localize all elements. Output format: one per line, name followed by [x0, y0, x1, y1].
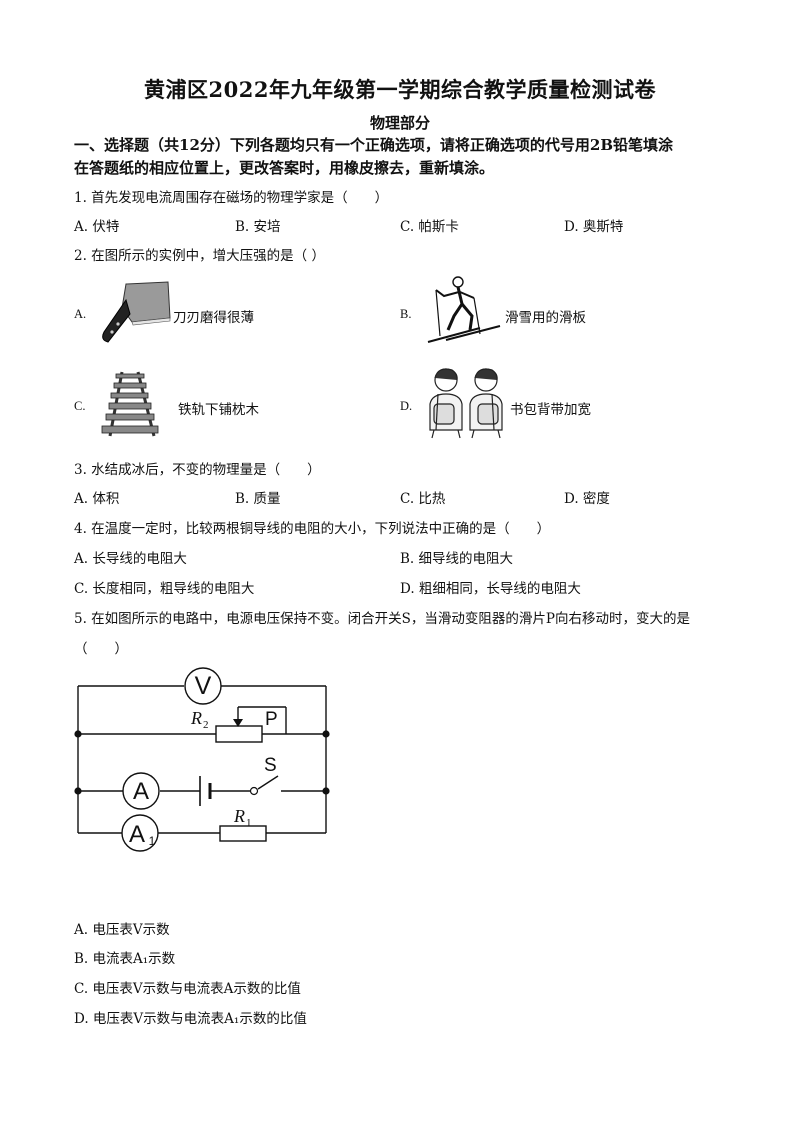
question-4-option-b: B. 细导线的电阻大 [400, 551, 514, 567]
resistor-r1 [219, 825, 267, 842]
question-5-option-d: D. 电压表V示数与电流表A₁示数的比值 [74, 1011, 307, 1027]
question-2-option-b-caption: 滑雪用的滑板 [505, 310, 586, 326]
question-1-stem: 1. 首先发现电流周围存在磁场的物理学家是（ ） [74, 190, 389, 206]
resistor-r2-subscript: 2 [203, 719, 209, 731]
slider-arrow-icon [233, 719, 243, 727]
question-5-option-b: B. 电流表A₁示数 [74, 951, 176, 967]
question-2-option-c-letter: C. [74, 399, 86, 413]
page-title: 黄浦区2022年九年级第一学期综合教学质量检测试卷 [144, 77, 656, 102]
resistor-r2-label: R [190, 708, 202, 728]
ammeter-1-label: A [129, 821, 145, 848]
instructions-line-2: 在答题纸的相应位置上，更改答案时，用橡皮擦去，重新填涂。 [74, 159, 495, 177]
question-3-option-d: D. 密度 [564, 491, 610, 507]
resistor-r2 [215, 725, 263, 743]
question-2-option-c-caption: 铁轨下铺枕木 [178, 402, 259, 418]
question-4-option-a: A. 长导线的电阻大 [74, 551, 187, 567]
instructions-line-1: 一、选择题（共12分）下列各题均只有一个正确选项，请将正确选项的代号用2B铅笔填… [74, 136, 673, 154]
question-5-option-a: A. 电压表V示数 [74, 922, 170, 938]
question-5-stem: 5. 在如图所示的电路中，电源电压保持不变。闭合开关S，当滑动变阻器的滑片P向右… [74, 611, 691, 627]
question-1-option-c: C. 帕斯卡 [400, 219, 459, 235]
skier-icon [427, 276, 501, 343]
question-4-stem: 4. 在温度一定时，比较两根铜导线的电阻的大小，下列说法中正确的是（ ） [74, 521, 551, 537]
question-3-option-c: C. 比热 [400, 491, 446, 507]
section-subtitle: 物理部分 [369, 114, 430, 132]
question-2-stem: 2. 在图所示的实例中，增大压强的是（ ） [74, 248, 325, 264]
question-5-stem-bracket: （ ） [74, 641, 128, 657]
ammeter-1-circle [121, 814, 159, 852]
question-4-option-d: D. 粗细相同，长导线的电阻大 [400, 581, 581, 597]
question-1-option-a: A. 伏特 [74, 219, 120, 235]
resistor-r1-subscript: 1 [246, 817, 252, 829]
switch-contact [249, 786, 259, 796]
slider-p-label: P [265, 709, 278, 730]
voltmeter-circle [184, 667, 222, 705]
voltmeter-label: V [195, 672, 212, 700]
railway-track-icon [101, 371, 159, 437]
question-3-option-b: B. 质量 [235, 491, 281, 507]
ammeter-1-subscript: 1 [149, 834, 156, 848]
question-5-option-c: C. 电压表V示数与电流表A示数的比值 [74, 981, 301, 997]
resistor-r1-label: R [233, 806, 245, 826]
schoolbag-kids-icon [429, 368, 503, 439]
question-2-option-b-letter: B. [400, 307, 412, 321]
knife-icon [102, 281, 171, 343]
question-1-option-b: B. 安培 [235, 219, 281, 235]
question-3-stem: 3. 水结成冰后，不变的物理量是（ ） [74, 462, 321, 478]
switch-s-label: S [264, 755, 277, 776]
question-2-option-d-caption: 书包背带加宽 [510, 402, 591, 418]
ammeter-circle [122, 772, 160, 810]
ammeter-label: A [133, 778, 149, 805]
question-2-option-d-letter: D. [400, 399, 413, 413]
question-1-option-d: D. 奥斯特 [564, 219, 624, 235]
question-2-option-a-letter: A. [74, 307, 87, 321]
question-2-option-a-caption: 刀刃磨得很薄 [173, 310, 254, 326]
question-3-option-a: A. 体积 [74, 491, 120, 507]
question-4-option-c: C. 长度相同，粗导线的电阻大 [74, 581, 255, 597]
